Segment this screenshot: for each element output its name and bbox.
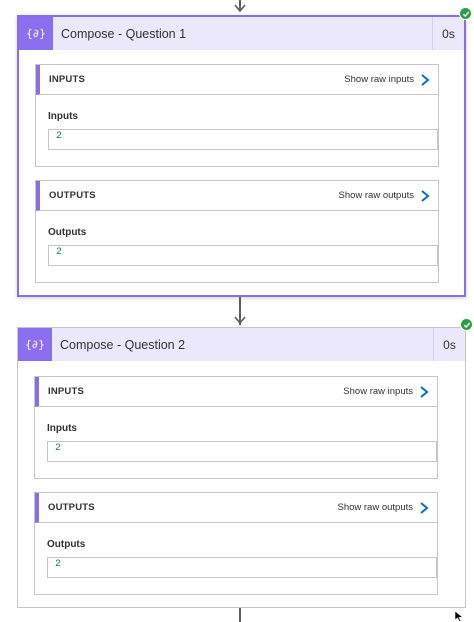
outputs-field-label: Outputs (48, 227, 87, 238)
inputs-section-label: INPUTS (49, 74, 86, 85)
chevron-right-icon[interactable] (419, 501, 429, 514)
connector-top (239, 0, 241, 10)
chevron-right-icon[interactable] (420, 73, 430, 86)
show-raw-outputs-link[interactable]: Show raw outputs (338, 190, 414, 201)
card-title: Compose - Question 1 (61, 26, 187, 41)
outputs-section-label: OUTPUTS (49, 190, 96, 201)
inputs-value-box[interactable]: 2 (48, 129, 438, 150)
connector-bottom (239, 608, 241, 622)
card-header[interactable]: {∂} Compose - Question 1 0s (19, 7, 472, 50)
inputs-section: INPUTS Show raw inputs Inputs 2 (34, 376, 438, 479)
arrow-down-icon (234, 4, 246, 13)
chevron-right-icon[interactable] (420, 189, 430, 202)
compose-icon: {∂} (19, 17, 53, 50)
inputs-value-box[interactable]: 2 (47, 441, 437, 462)
success-check-icon (459, 7, 472, 20)
inputs-field-label: Inputs (48, 111, 78, 122)
card-title: Compose - Question 2 (60, 337, 186, 352)
arrow-down-icon (234, 316, 246, 325)
outputs-value-box[interactable]: 2 (48, 245, 438, 266)
connector-middle (239, 297, 241, 325)
inputs-section-header[interactable]: INPUTS Show raw inputs (35, 377, 437, 407)
card-header[interactable]: {∂} Compose - Question 2 0s (18, 318, 473, 361)
duration-badge: 0s (433, 328, 465, 361)
outputs-section-label: OUTPUTS (48, 502, 95, 513)
show-raw-outputs-link[interactable]: Show raw outputs (337, 502, 413, 513)
inputs-section-header[interactable]: INPUTS Show raw inputs (36, 65, 438, 95)
outputs-section: OUTPUTS Show raw outputs Outputs 2 (35, 180, 439, 283)
compose-icon: {∂} (18, 328, 52, 361)
inputs-section-label: INPUTS (48, 386, 85, 397)
mouse-cursor-icon (454, 611, 464, 622)
chevron-right-icon[interactable] (419, 385, 429, 398)
action-card-compose-question-2[interactable]: {∂} Compose - Question 2 0s INPUTS Show … (17, 318, 473, 608)
inputs-section: INPUTS Show raw inputs Inputs 2 (35, 64, 439, 167)
outputs-section: OUTPUTS Show raw outputs Outputs 2 (34, 492, 438, 595)
success-check-icon (460, 318, 473, 331)
show-raw-inputs-link[interactable]: Show raw inputs (343, 386, 413, 397)
action-card-compose-question-1[interactable]: {∂} Compose - Question 1 0s INPUTS Show … (17, 7, 472, 297)
show-raw-inputs-link[interactable]: Show raw inputs (344, 74, 414, 85)
outputs-value-box[interactable]: 2 (47, 557, 437, 578)
inputs-field-label: Inputs (47, 423, 77, 434)
outputs-field-label: Outputs (47, 539, 86, 550)
duration-badge: 0s (432, 17, 464, 50)
outputs-section-header[interactable]: OUTPUTS Show raw outputs (35, 493, 437, 523)
outputs-section-header[interactable]: OUTPUTS Show raw outputs (36, 181, 438, 211)
